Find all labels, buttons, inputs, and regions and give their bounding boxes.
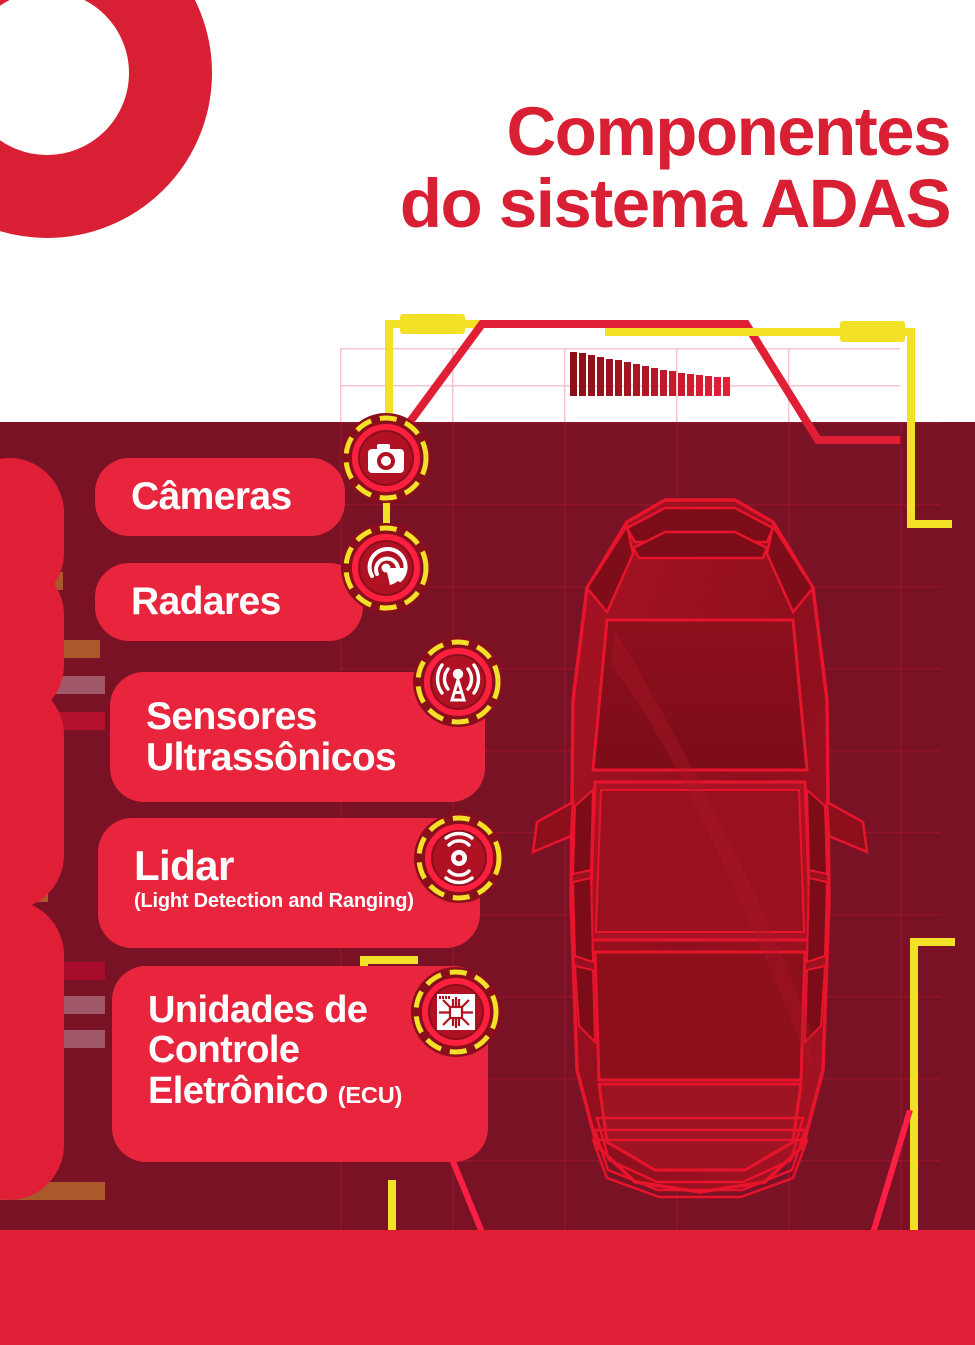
page-title: Componentes do sistema ADAS — [250, 93, 952, 242]
footer-band — [0, 1230, 975, 1345]
label-lidar-main: Lidar — [134, 842, 234, 889]
signal-bar — [714, 376, 721, 396]
signal-bar — [642, 366, 649, 396]
label-cameras[interactable]: Câmeras — [95, 458, 345, 536]
radar-icon[interactable] — [340, 522, 432, 614]
camera-icon[interactable] — [340, 412, 432, 504]
label-lidar-text: Lidar (Light Detection and Ranging) — [134, 842, 414, 912]
title-line-2: do sistema ADAS — [399, 164, 952, 242]
signal-bar — [597, 356, 604, 396]
signal-bar — [687, 373, 694, 396]
label-sensores-ultrassonicos-text: Sensores Ultrassônicos — [146, 694, 397, 779]
label-radares[interactable]: Radares — [95, 563, 363, 641]
label-lidar[interactable]: Lidar (Light Detection and Ranging) — [98, 818, 480, 948]
microchip-icon[interactable] — [410, 966, 502, 1058]
trace-red-right — [600, 320, 900, 444]
signal-bar — [579, 352, 586, 396]
signal-bar — [678, 372, 685, 396]
signal-bar — [570, 351, 577, 396]
title-line-1: Componentes — [506, 93, 951, 170]
signal-bar — [696, 374, 703, 396]
label-radares-text: Radares — [131, 580, 281, 624]
label-lidar-sub: (Light Detection and Ranging) — [134, 889, 414, 912]
car-top-view — [531, 498, 869, 1199]
signal-bar — [624, 362, 631, 396]
signal-bar — [705, 375, 712, 396]
signal-bar — [633, 364, 640, 396]
signal-bar — [651, 368, 658, 396]
ultrasonic-antenna-icon[interactable] — [412, 636, 504, 728]
label-cameras-text: Câmeras — [131, 475, 292, 519]
label-ecu-text: Unidades de Controle Eletrônico (ECU) — [148, 990, 460, 1111]
signal-bar — [669, 371, 676, 396]
signal-bar — [615, 360, 622, 396]
lidar-waves-icon[interactable] — [413, 812, 505, 904]
signal-bar — [660, 370, 667, 396]
signal-bar-chart — [570, 348, 730, 396]
signal-bar — [588, 354, 595, 396]
signal-bar — [723, 376, 730, 396]
signal-bar — [606, 358, 613, 396]
label-ecu-main: Unidades de Controle Eletrônico — [148, 989, 368, 1112]
label-ecu-sub: (ECU) — [337, 1081, 403, 1108]
